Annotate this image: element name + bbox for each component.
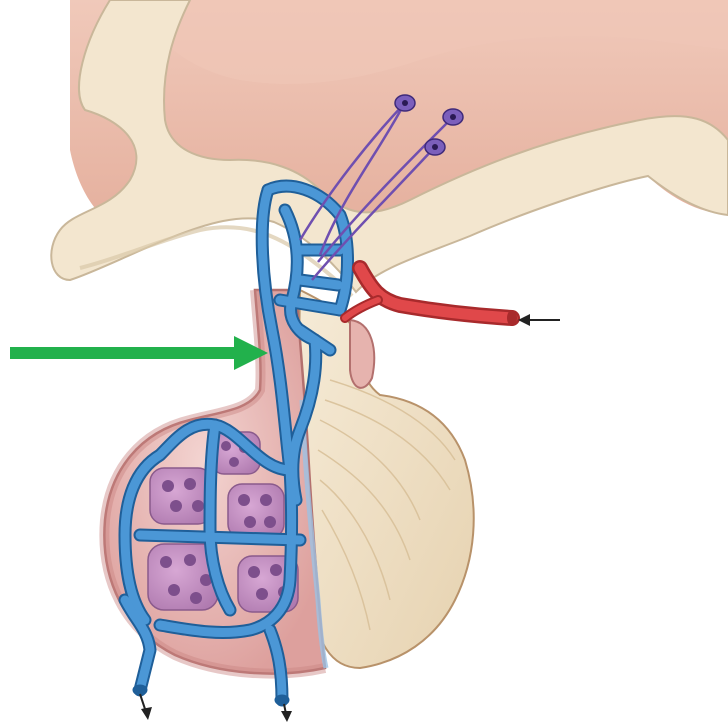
pars-tuberalis-bulge [350,320,374,388]
flow-arrow-icon [518,314,560,326]
flow-arrow-icon [140,694,152,720]
cell-cluster [228,484,284,538]
cell-cluster [150,468,212,524]
pointer-arrow-icon [10,336,268,370]
flow-arrow-icon [281,704,292,722]
vein-opening-left [133,685,147,695]
vein-opening-right [275,695,289,705]
hypophyseal-artery [345,268,517,326]
